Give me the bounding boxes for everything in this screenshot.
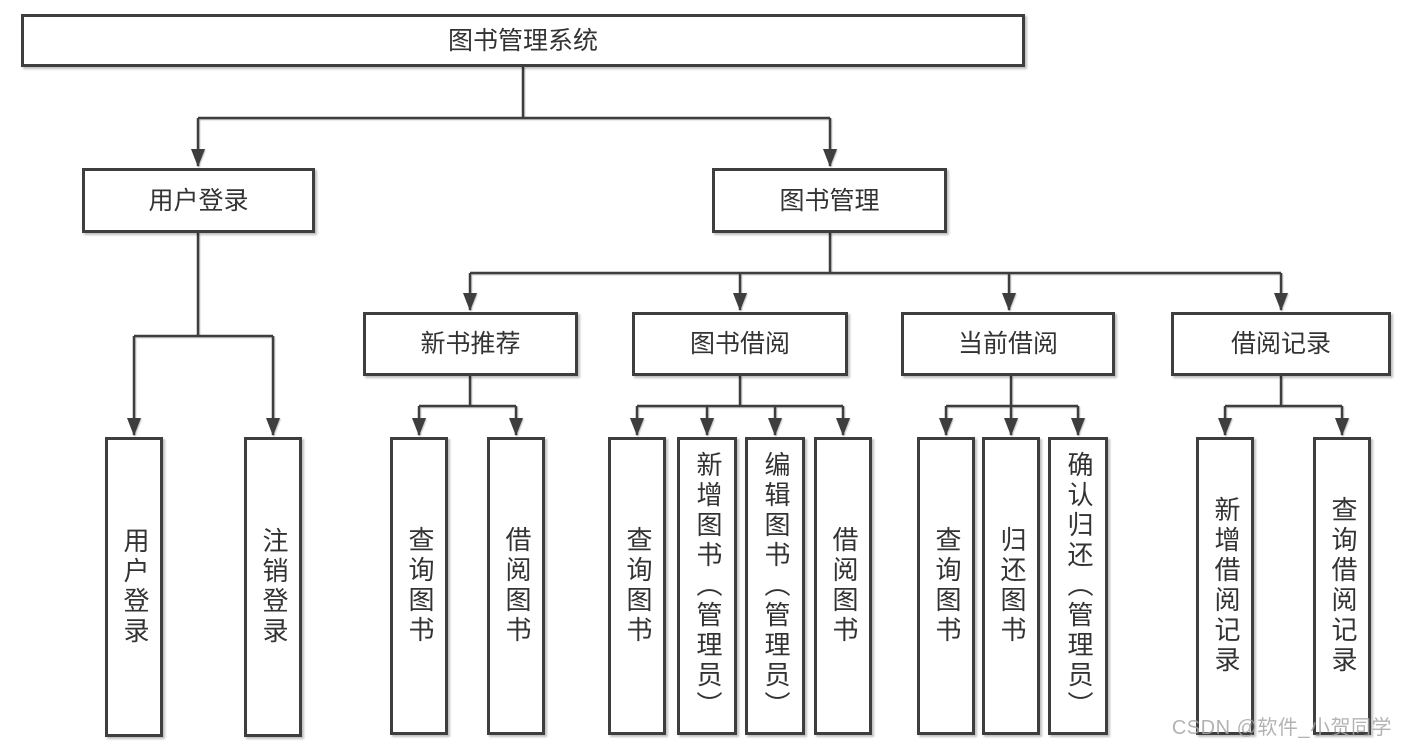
leaf-borrowing-add-book-admin-label: 新增图书（管理员）: [692, 451, 723, 721]
leaf-borrowing-query-book-label: 查询图书: [622, 526, 653, 646]
edge-borrowing-records-to-leaves: [1218, 376, 1349, 436]
edge-book-management-to-level3: [463, 233, 1288, 311]
leaf-current-query-book: 查询图书: [917, 437, 975, 735]
edge-root-to-level2: [191, 67, 837, 167]
node-book-management-label: 图书管理: [779, 186, 880, 215]
leaf-borrowing-edit-book-admin-label: 编辑图书（管理员）: [760, 451, 791, 721]
edge-current-borrowing-to-leaves: [939, 376, 1085, 436]
leaf-user-login: 用户登录: [105, 437, 163, 737]
leaf-records-query-borrow-record-label: 查询借阅记录: [1327, 496, 1358, 676]
node-book-management: 图书管理: [712, 168, 947, 233]
leaf-records-add-borrow-record-label: 新增借阅记录: [1210, 496, 1241, 676]
leaf-current-return-book-label: 归还图书: [996, 526, 1027, 646]
leaf-logout-login-label: 注销登录: [258, 527, 289, 647]
csdn-watermark: CSDN @软件_小贺同学: [1171, 717, 1392, 739]
node-new-book-recommend-label: 新书推荐: [420, 330, 521, 358]
leaf-borrowing-borrow-book-label: 借阅图书: [828, 526, 859, 646]
leaf-current-return-book: 归还图书: [982, 437, 1040, 735]
node-new-book-recommend: 新书推荐: [363, 312, 578, 376]
leaf-recommend-borrow-book: 借阅图书: [487, 437, 545, 735]
leaf-borrowing-query-book: 查询图书: [608, 437, 666, 735]
edge-book-borrowing-to-leaves: [630, 376, 850, 436]
leaf-borrowing-edit-book-admin: 编辑图书（管理员）: [745, 437, 805, 735]
node-root-system-label: 图书管理系统: [447, 26, 598, 55]
leaf-borrowing-borrow-book: 借阅图书: [814, 437, 872, 735]
leaf-current-confirm-return-admin-label: 确认归还（管理员）: [1063, 451, 1094, 721]
node-book-borrowing-label: 图书借阅: [689, 330, 790, 358]
leaf-current-confirm-return-admin: 确认归还（管理员）: [1048, 437, 1108, 735]
node-current-borrowing: 当前借阅: [901, 312, 1115, 376]
leaf-recommend-query-book-label: 查询图书: [404, 526, 435, 646]
node-user-login: 用户登录: [82, 168, 315, 233]
node-book-borrowing: 图书借阅: [632, 312, 848, 376]
leaf-logout-login: 注销登录: [244, 437, 302, 737]
leaf-recommend-query-book: 查询图书: [390, 437, 448, 735]
leaf-records-add-borrow-record: 新增借阅记录: [1196, 437, 1254, 735]
edge-user-login-to-leaves: [127, 233, 280, 436]
node-current-borrowing-label: 当前借阅: [957, 330, 1058, 358]
node-borrowing-records-label: 借阅记录: [1230, 330, 1331, 358]
node-user-login-label: 用户登录: [148, 186, 249, 215]
node-root-system: 图书管理系统: [21, 14, 1025, 67]
leaf-records-query-borrow-record: 查询借阅记录: [1313, 437, 1371, 735]
leaf-user-login-label: 用户登录: [119, 527, 150, 647]
leaf-recommend-borrow-book-label: 借阅图书: [501, 526, 532, 646]
edge-new-book-recommend-to-leaves: [412, 376, 523, 436]
leaf-current-query-book-label: 查询图书: [931, 526, 962, 646]
node-borrowing-records: 借阅记录: [1171, 312, 1391, 376]
leaf-borrowing-add-book-admin: 新增图书（管理员）: [677, 437, 737, 735]
